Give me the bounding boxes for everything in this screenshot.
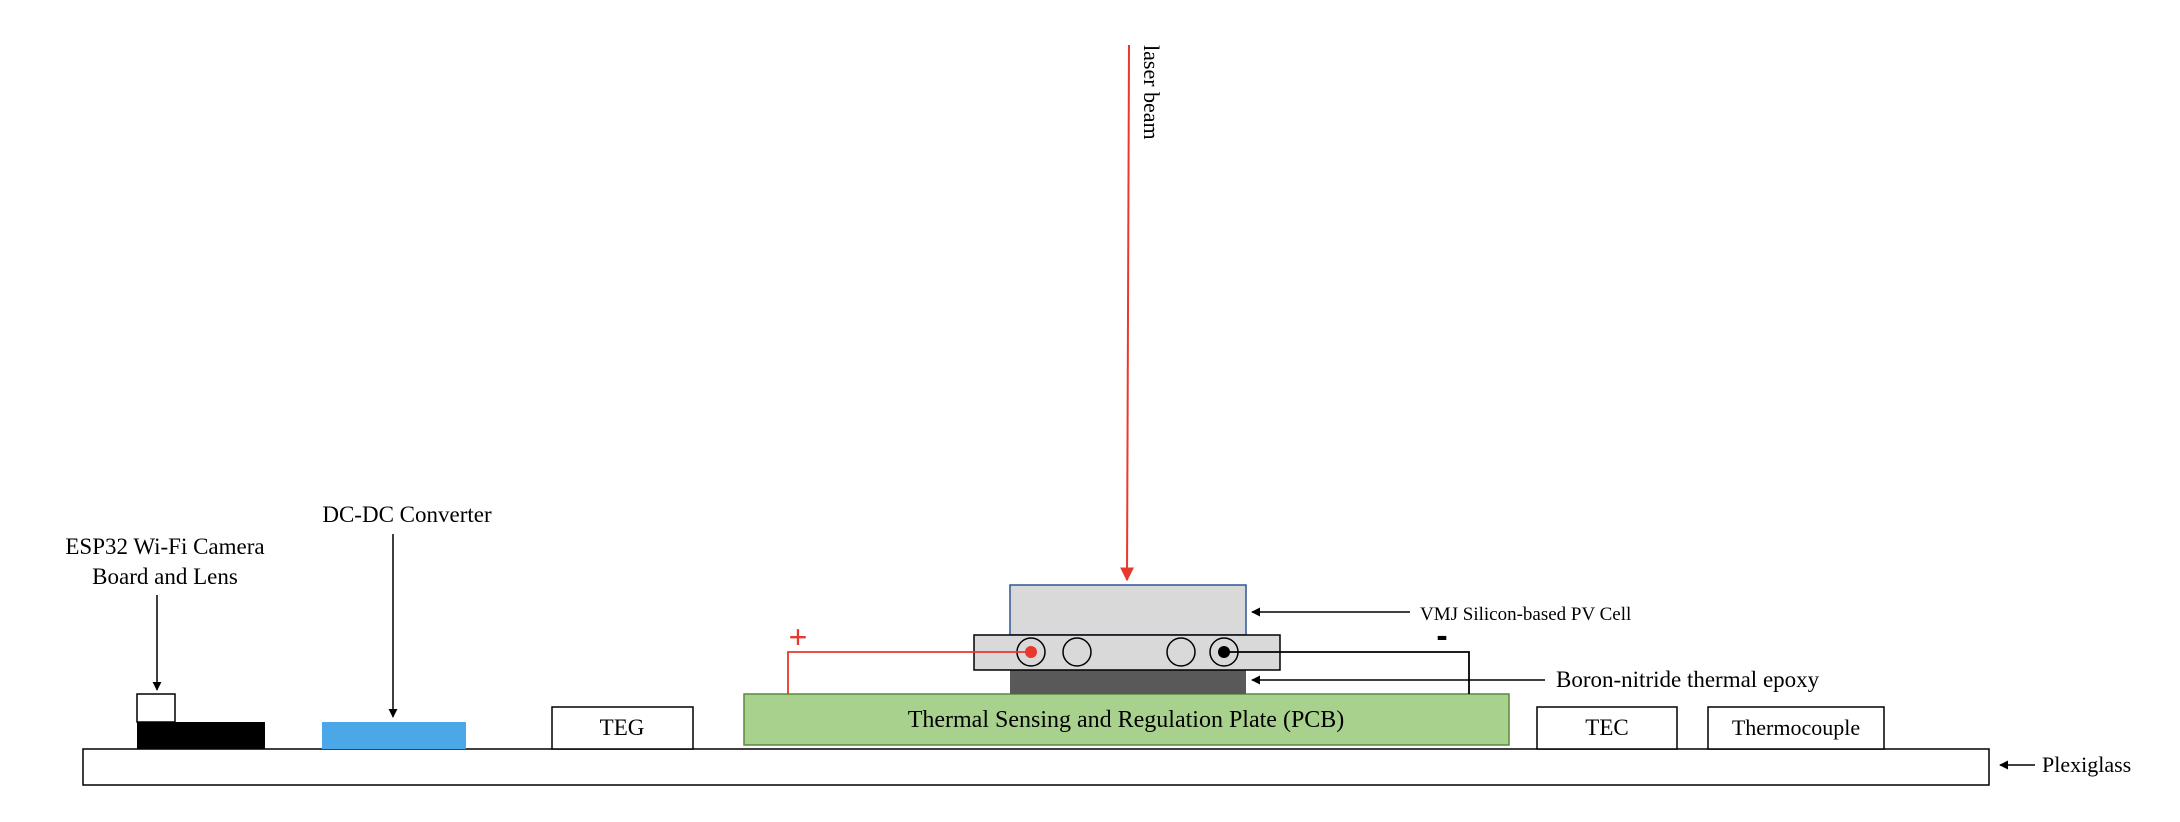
- tec-box: [1536, 706, 1678, 750]
- laser-beam-label: laser beam: [1139, 45, 1164, 140]
- positive-wire: [787, 651, 1031, 694]
- pv-cell-label: VMJ Silicon-based PV Cell: [1420, 604, 1631, 625]
- tec-label: TEC: [1585, 715, 1628, 740]
- teg-label: TEG: [600, 715, 645, 740]
- contact-circle-2: [1062, 637, 1092, 667]
- plus-sign: +: [789, 619, 808, 655]
- minus-sign: -: [1436, 617, 1447, 655]
- plexiglass-base: [82, 748, 1990, 786]
- esp32-label-line1: ESP32 Wi-Fi Camera: [65, 534, 264, 559]
- esp32-label-line2: Board and Lens: [92, 564, 238, 589]
- plexiglass-label: Plexiglass: [2042, 752, 2131, 777]
- epoxy-layer: [1010, 670, 1246, 694]
- esp32-lens: [136, 693, 176, 723]
- dcdc-converter: [322, 722, 466, 749]
- teg-box: [551, 706, 694, 750]
- pv-cell: [1009, 584, 1247, 636]
- epoxy-label: Boron-nitride thermal epoxy: [1556, 667, 1820, 692]
- thermocouple-label: Thermocouple: [1732, 715, 1860, 740]
- laser-beam: [1120, 44, 1135, 582]
- contact-circle-3: [1166, 637, 1196, 667]
- dcdc-label: DC-DC Converter: [322, 502, 492, 527]
- pcb-label: Thermal Sensing and Regulation Plate (PC…: [908, 707, 1345, 733]
- thermocouple-box: [1707, 706, 1885, 750]
- esp32-board: [137, 722, 265, 749]
